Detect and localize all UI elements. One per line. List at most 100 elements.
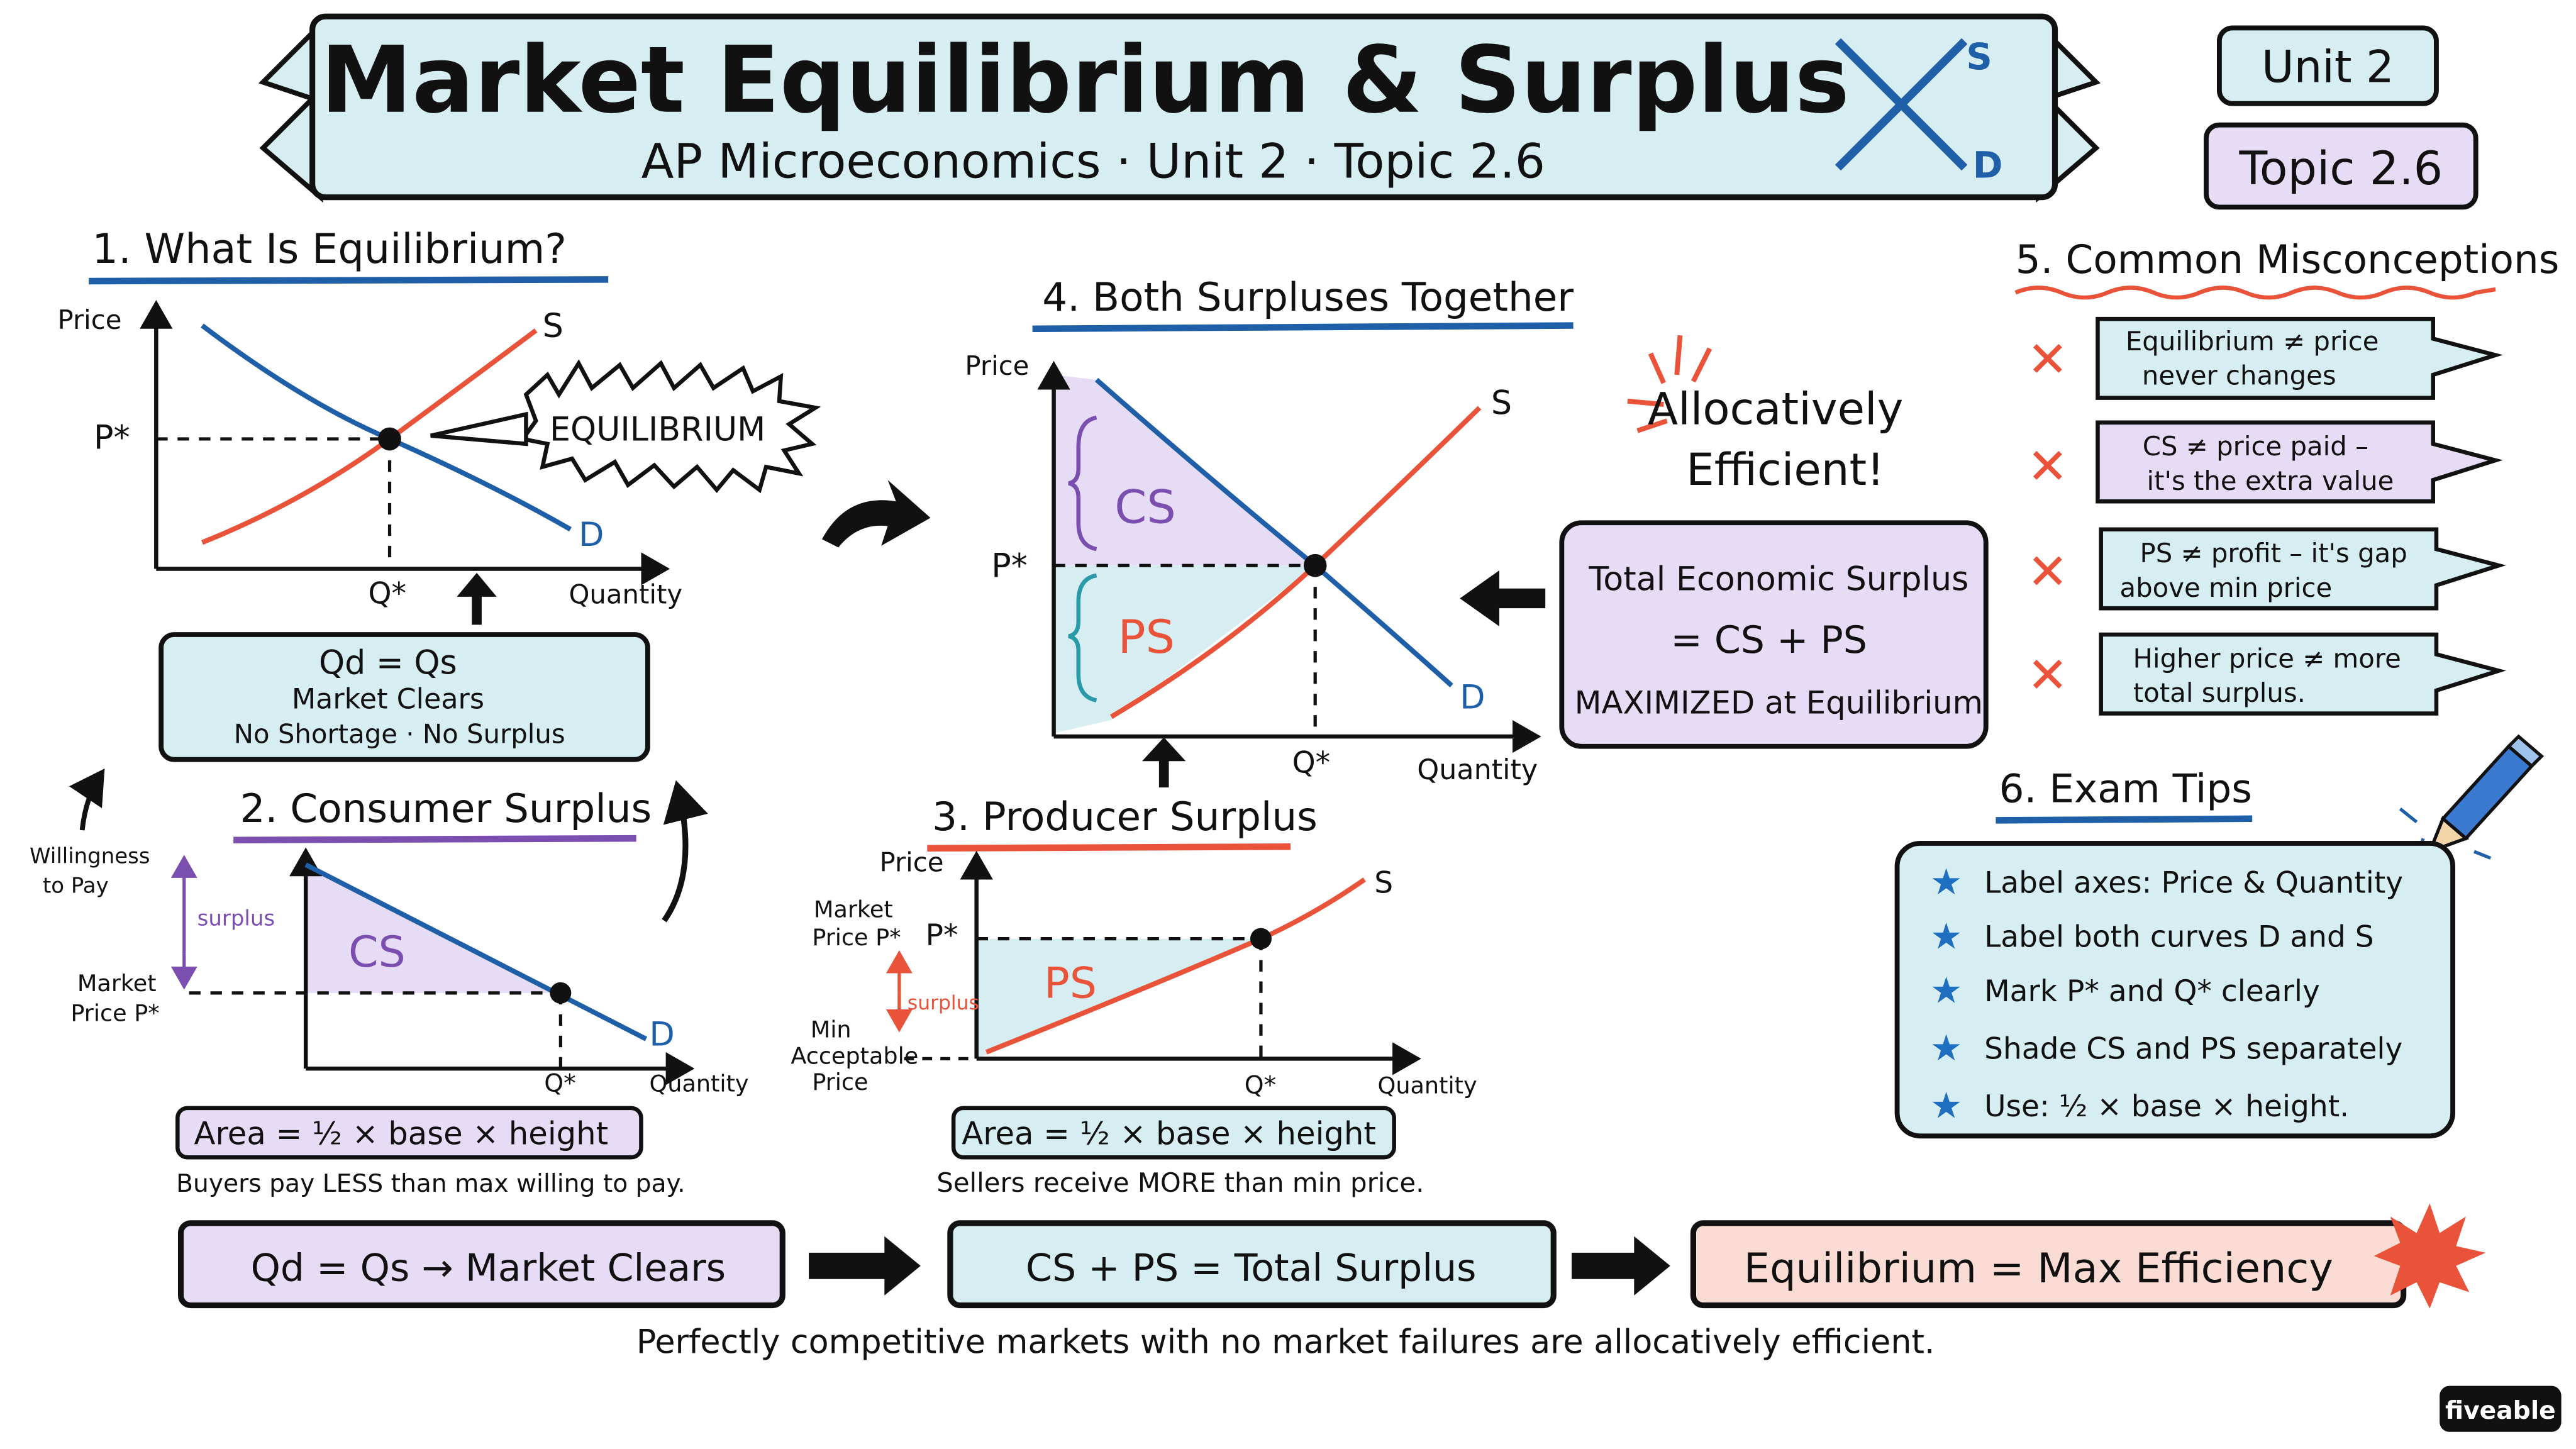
axis-y-label: Price [965,350,1029,381]
p-star-label: P* [94,419,130,457]
exam-tip: Label both curves D and S [1984,920,2374,955]
cs-label: CS [348,928,406,977]
summary-line2: Market Clears [292,684,484,716]
q-star-label: Q* [1292,746,1331,780]
cs-note: Buyers pay LESS than max willing to pay. [176,1170,686,1198]
cs-brace-icon [1068,415,1097,552]
supply-curve-label: S [543,307,564,345]
curved-arrow-right-icon [662,780,708,923]
x-mark-icon: ✕ [2027,438,2068,496]
wtp-label-line2: to Pay [43,873,109,898]
left-arrow-icon [1460,570,1546,626]
axis-x-label: Quantity [569,579,682,609]
supply-label: S [1374,865,1393,900]
axis-x-label: Quantity [1417,754,1538,786]
efficient-line2: Efficient! [1686,443,1884,496]
spark-icon [1627,335,1713,433]
ps-formula-box: Area = ½ × base × height [951,1106,1396,1160]
flow-summary: Qd = Qs → Market Clears CS + PS = Total … [177,1203,2486,1309]
ps-brace-icon [1068,573,1097,702]
total-line1: Total Economic Surplus [1588,560,1968,598]
section-misconceptions: 5. Common Misconceptions ✕ Equilibrium ≠… [2014,236,2560,716]
efficient-line1: Allocatively [1648,382,1904,435]
total-line3: MAXIMIZED at Equilibrium [1575,684,1983,721]
demand-label: D [650,1016,675,1054]
up-arrow-icon [1142,737,1186,788]
section-consumer-surplus: 2. Consumer Surplus CS D Q* Quantity Wil… [30,786,749,1198]
misconception-line2: above min price [2119,572,2332,603]
section-both-surpluses: 4. Both Surpluses Together Price Quantit… [965,274,1574,786]
misconception-line2: total surplus. [2133,677,2306,708]
supply-label: S [1491,384,1512,423]
topic-badge-label: Topic 2.6 [2238,142,2443,196]
min-price-line2: Acceptable [791,1042,918,1069]
misconception-line1: Higher price ≠ more [2133,643,2401,674]
supply-demand-logo-icon: S D [1835,36,2003,186]
flow-step2: CS + PS = Total Surplus [1026,1246,1476,1290]
axis-y-label: Price [879,847,943,877]
header-banner: Market Equilibrium & Surplus AP Microeco… [258,13,2101,203]
total-line2: = CS + PS [1670,618,1867,662]
unit-badge-label: Unit 2 [2262,41,2394,93]
page-title: Market Equilibrium & Surplus [321,26,1850,134]
q-star-label: Q* [1245,1071,1276,1099]
misconception-item: ✕ PS ≠ profit – it's gap above min price [2027,527,2507,611]
flow-step3: Equilibrium = Max Efficiency [1744,1245,2333,1292]
axis-x-label: Quantity [1378,1072,1477,1099]
cs-label: CS [1114,480,1176,534]
section2-heading: 2. Consumer Surplus [240,786,652,831]
wtp-label-line1: Willingness [30,843,150,869]
star-icon: ★ [1930,1085,1963,1127]
misconception-line1: CS ≠ price paid – [2143,431,2368,462]
flow-arrow-icon [1571,1236,1670,1296]
demand-label: D [1460,679,1485,717]
exam-tip: Label axes: Price & Quantity [1984,865,2403,900]
section-what-is-equilibrium: 1. What Is Equilibrium? Price Quantity P… [57,225,821,762]
logo-d-label: D [1973,144,2003,186]
misconception-line2: never changes [2142,360,2336,391]
equilibrium-summary-box: Qd = Qs Market Clears No Shortage · No S… [158,632,650,762]
min-price-line3: Price [812,1069,868,1096]
star-icon: ★ [1930,861,1963,903]
cs-formula-box: Area = ½ × base × height [175,1106,643,1160]
arrow-to-section4-icon [822,480,931,548]
equilibrium-burst: EQUILIBRIUM [430,359,821,494]
unit-badge: Unit 2 [2216,25,2439,106]
star-icon: ★ [1930,970,1963,1012]
misconception-item: ✕ Higher price ≠ more total surplus. [2027,632,2507,716]
star-icon: ★ [1930,1027,1963,1069]
section-exam-tips: 6. Exam Tips ★ Label axes: Price & Quant… [1894,734,2545,1139]
misconception-line1: PS ≠ profit – it's gap [2140,538,2407,569]
section1-heading: 1. What Is Equilibrium? [92,225,567,273]
section5-heading: 5. Common Misconceptions [2016,236,2560,282]
axis-x-label: Quantity [650,1070,749,1097]
exam-tip: Mark P* and Q* clearly [1984,974,2320,1009]
misconception-item: ✕ Equilibrium ≠ price never changes [2027,316,2503,400]
misconception-line1: Equilibrium ≠ price [2126,326,2379,357]
curved-arrow-left-icon [69,769,105,831]
equilibrium-burst-label: EQUILIBRIUM [550,411,765,449]
x-mark-icon: ✕ [2027,543,2068,601]
section3-heading: 3. Producer Surplus [932,794,1318,840]
brand-badge: fiveable [2440,1385,2562,1432]
ps-label: PS [1044,959,1097,1009]
topic-badge: Topic 2.6 [2204,122,2479,210]
p-star-label: P* [926,918,958,953]
section6-heading: 6. Exam Tips [1999,766,2252,812]
flow-step1: Qd = Qs → Market Clears [251,1246,726,1290]
q-star-label: Q* [544,1070,575,1098]
x-mark-icon: ✕ [2027,331,2068,389]
exam-tip: Shade CS and PS separately [1984,1031,2402,1066]
ps-formula: Area = ½ × base × height [962,1115,1376,1152]
exam-tip: Use: ½ × base × height. [1984,1089,2349,1124]
up-arrow-icon [457,572,497,625]
misconception-line2: it's the extra value [2146,465,2394,496]
pencil-icon [2399,734,2545,862]
p-star-label: P* [991,547,1028,586]
brand-label: fiveable [2445,1397,2556,1425]
allocatively-efficient-callout: Allocatively Efficient! [1627,335,1904,496]
market-price-line2: Price P* [812,924,901,951]
ps-note: Sellers receive MORE than min price. [936,1167,1424,1198]
